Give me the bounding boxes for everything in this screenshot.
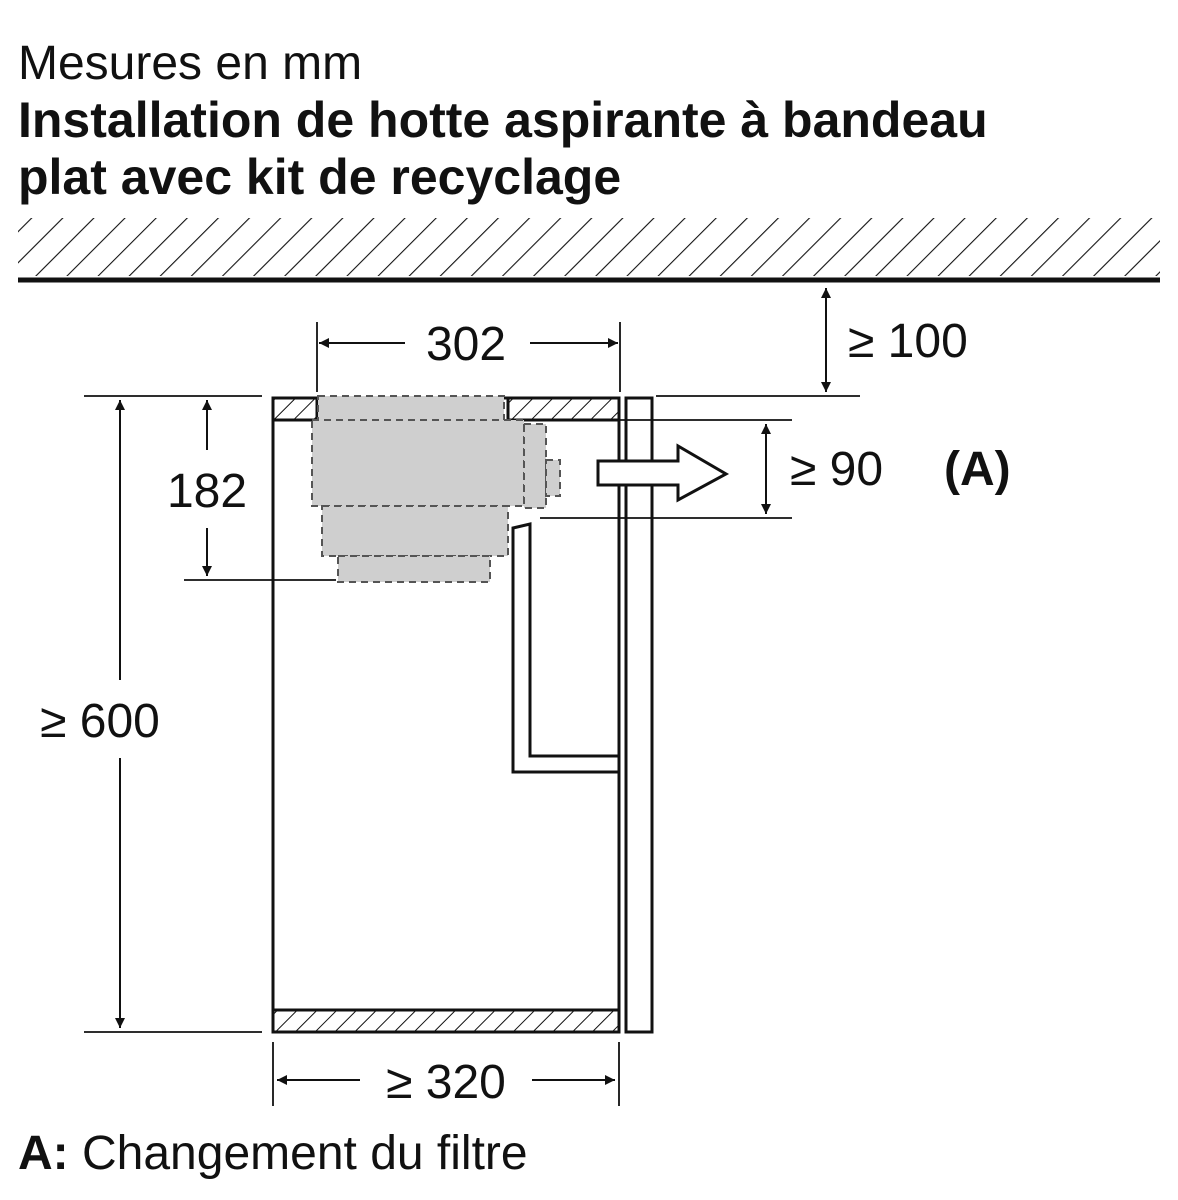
dimension-cabinet-width-label: ≥ 320 — [386, 1056, 506, 1109]
dimension-vent-height: ≥ 90 (A) — [540, 419, 1011, 519]
legend-key: A: — [18, 1127, 69, 1180]
inner-panel — [511, 522, 621, 774]
cabinet-top-left-board — [271, 396, 319, 422]
dimension-top-width-label: 302 — [426, 318, 506, 371]
dimension-hood-height: 182 — [167, 395, 336, 581]
cabinet-top-right-board — [506, 396, 621, 422]
hood-unit — [311, 395, 561, 583]
unit-note: Mesures en mm — [18, 37, 363, 90]
diagram-title: Installation de hotte aspirante à bandea… — [18, 92, 1168, 206]
dimension-hood-height-label: 182 — [167, 465, 247, 518]
diagram-title-line-1: Installation de hotte aspirante à bandea… — [18, 92, 988, 148]
dimension-ceiling-gap-label: ≥ 100 — [848, 315, 968, 368]
airflow-arrow-icon — [596, 443, 730, 503]
vent-marker-a: (A) — [944, 443, 1011, 496]
cabinet-bottom-board — [271, 1008, 621, 1034]
cabinet — [271, 396, 654, 1034]
dimension-ceiling-gap: ≥ 100 — [656, 288, 968, 397]
diagram-title-line-2: plat avec kit de recyclage — [18, 149, 622, 205]
dimension-top-width: 302 — [316, 318, 621, 392]
dimension-vent-height-label: ≥ 90 — [790, 443, 883, 496]
cabinet-door — [624, 396, 654, 1034]
legend: A: Changement du filtre — [18, 1126, 528, 1181]
legend-text: Changement du filtre — [82, 1127, 528, 1180]
dimension-cabinet-height: ≥ 600 — [40, 395, 262, 1033]
ceiling — [18, 218, 1160, 283]
dimension-cabinet-width: ≥ 320 — [272, 1042, 620, 1109]
dimension-cabinet-height-label: ≥ 600 — [40, 695, 160, 748]
